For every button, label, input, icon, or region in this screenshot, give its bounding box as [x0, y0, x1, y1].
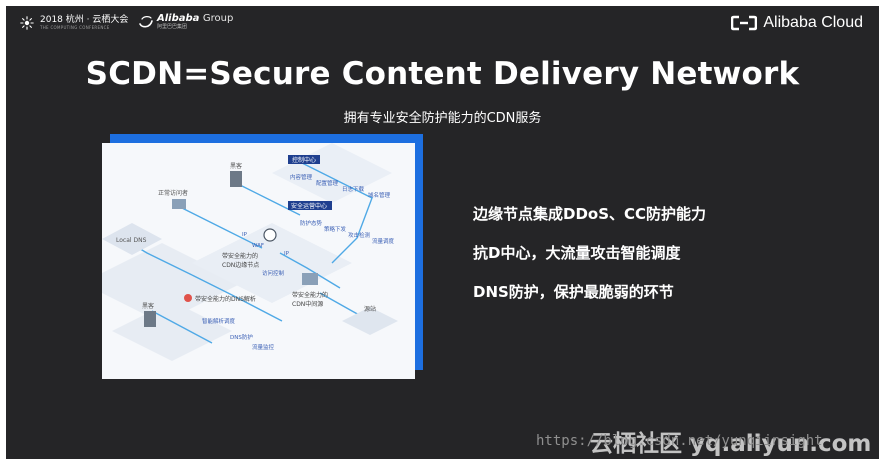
security-tags: 防护态势 策略下发 攻击检测 流量调度 — [300, 219, 395, 245]
local-dns-block: Local DNS — [102, 223, 162, 255]
sec-tag-3: 攻击检测 — [348, 231, 371, 239]
alibaba-group: Group — [202, 13, 234, 24]
edge-tag-1: 访问控制 — [262, 269, 285, 277]
yunqi-watermark: 云栖社区 yq.aliyun.com — [590, 431, 872, 457]
alibaba-cloud-icon — [731, 15, 758, 31]
control-tags: 内容管理 配置管理 日志下载 域名管理 — [290, 173, 391, 199]
slide-subtitle: 拥有专业安全防护能力的CDN服务 — [343, 111, 542, 126]
hacker-bottom-label: 黑客 — [142, 302, 154, 310]
control-center-label: 控制中心 — [292, 156, 316, 164]
ctrl-tag-1: 内容管理 — [290, 173, 313, 181]
origin-block: 源站 — [342, 305, 398, 335]
edge-tags: 访问控制 WAF — [252, 243, 285, 277]
alibaba-sub: 阿里巴巴集团 — [157, 24, 188, 30]
alibaba-cloud-text: Alibaba Cloud — [763, 14, 863, 31]
feature-bullet-3: DNS防护，保护最脆弱的环节 — [473, 283, 674, 301]
scdn-architecture-diagram: 黑客 正常访问者 Local DNS 带安全能力的 CDN边缘节点 IP 带安全… — [102, 143, 415, 379]
dns-tag-2: DNS防护 — [230, 333, 253, 341]
visitor-block: 正常访问者 — [158, 189, 188, 209]
platform-bottom — [112, 301, 232, 361]
alibaba-smile-icon — [139, 16, 153, 28]
presentation-slide: 2018 杭州 · 云栖大会 THE COMPUTING CONFERENCE … — [6, 6, 879, 459]
platform-left — [102, 243, 242, 323]
local-dns-label: Local DNS — [116, 237, 147, 244]
slide-title: SCDN=Secure Content Delivery Network — [85, 56, 800, 92]
apsara-conference-logo: 2018 杭州 · 云栖大会 THE COMPUTING CONFERENCE — [20, 16, 128, 30]
cdn-edge-label-1: 带安全能力的 — [222, 252, 258, 260]
ctrl-tag-4: 域名管理 — [368, 191, 391, 199]
apsara-subtitle: THE COMPUTING CONFERENCE — [40, 25, 110, 30]
ip-label-2: IP — [284, 251, 290, 257]
feature-bullet-2: 抗D中心，大流量攻击智能调度 — [473, 244, 681, 262]
edge-tag-2: WAF — [252, 243, 264, 249]
cdn-edge-label-2: CDN边缘节点 — [222, 261, 259, 269]
ip-label-1: IP — [242, 232, 248, 238]
hacker-top-label: 黑客 — [230, 162, 242, 170]
dns-resolve-block: 带安全能力的DNS解析 — [184, 294, 256, 303]
hacker-top-block: 黑客 — [230, 162, 242, 187]
apsara-sun-icon — [20, 16, 34, 30]
ctrl-tag-2: 配置管理 — [316, 179, 339, 187]
sec-tag-2: 策略下发 — [324, 225, 347, 233]
alibaba-brand: Alibaba — [157, 13, 200, 24]
cdn-edge-block: 带安全能力的 CDN边缘节点 IP — [222, 228, 277, 269]
dns-tag-3: 流量监控 — [252, 343, 275, 351]
dns-tag-1: 智能解析调度 — [202, 317, 236, 325]
dns-tags: 智能解析调度 DNS防护 流量监控 — [202, 317, 275, 351]
hacker-bottom-block: 黑客 — [142, 302, 156, 327]
apsara-title: 2018 杭州 · 云栖大会 — [40, 15, 129, 25]
visitor-label: 正常访问者 — [158, 189, 188, 197]
cdn-mid-block: 带安全能力的 CDN中间源 IP — [284, 251, 328, 308]
csdn-watermark-url: https://blog.csdn.net/yunqiinsight — [536, 433, 823, 449]
feature-bullet-1: 边缘节点集成DDoS、CC防护能力 — [473, 205, 707, 223]
control-center-group: 控制中心 安全运营中心 — [288, 155, 332, 210]
security-center-label: 安全运营中心 — [291, 202, 327, 210]
origin-label: 源站 — [364, 305, 376, 313]
dns-resolve-label: 带安全能力的DNS解析 — [195, 295, 256, 303]
sec-tag-1: 防护态势 — [300, 219, 323, 227]
ctrl-tag-3: 日志下载 — [342, 185, 365, 193]
cdn-mid-label-2: CDN中间源 — [292, 300, 323, 308]
sec-tag-4: 流量调度 — [372, 237, 395, 245]
alibaba-cloud-logo: Alibaba Cloud — [731, 14, 863, 32]
alibaba-group-logo: Alibaba Group 阿里巴巴集团 — [138, 14, 233, 30]
cdn-mid-label-1: 带安全能力的 — [292, 291, 328, 299]
